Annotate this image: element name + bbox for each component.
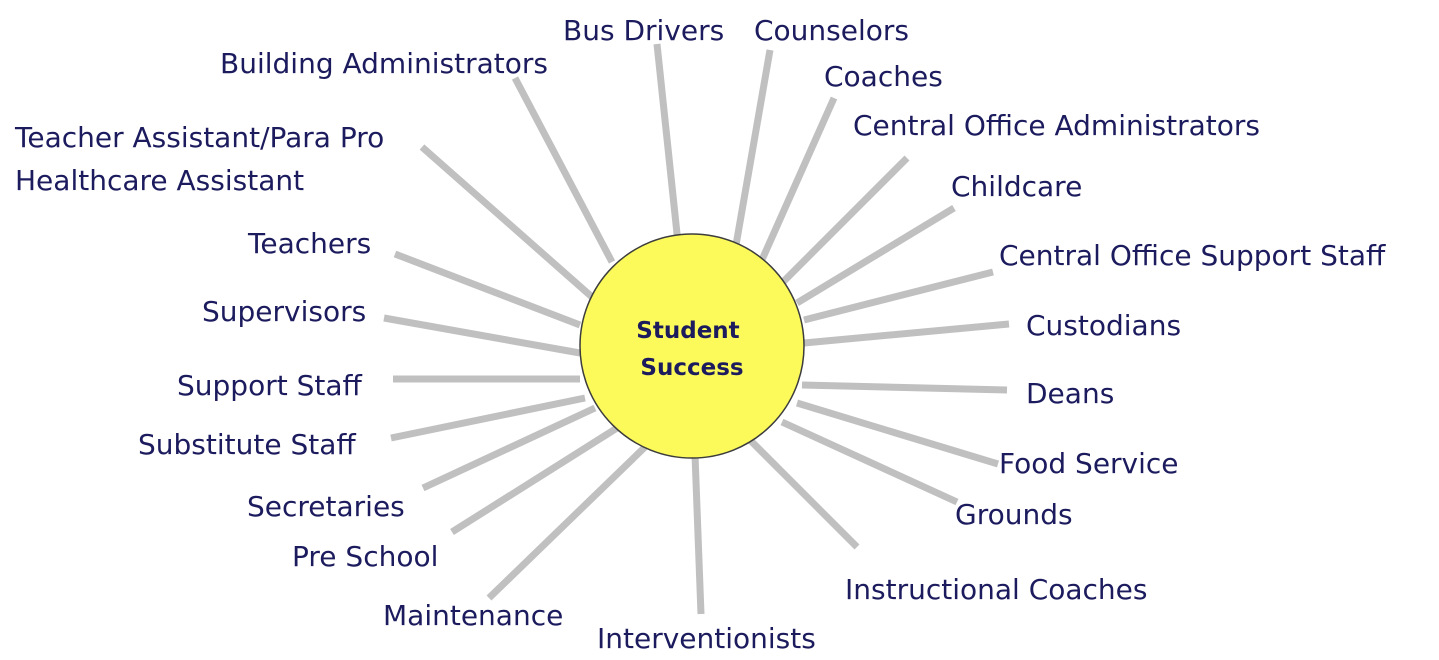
node-label-line: Bus Drivers (563, 14, 724, 47)
spoke-bus-drivers (653, 43, 682, 244)
spoke-pre-school (450, 425, 619, 535)
node-label-support-staff: Support Staff (177, 369, 362, 402)
spoke-coaches (757, 96, 838, 264)
spokes (383, 43, 1010, 615)
hub-circle (579, 233, 805, 459)
node-label-building-administrators: Building Administrators (220, 47, 548, 80)
node-label-secretaries: Secretaries (247, 490, 405, 523)
node-label-line: Grounds (955, 498, 1073, 531)
spoke-counselors (732, 49, 774, 246)
spoke-deans (801, 381, 1008, 394)
node-label-line: Deans (1026, 377, 1114, 410)
node-label-line: Substitute Staff (138, 428, 356, 461)
node-label-line: Pre School (292, 540, 438, 573)
node-label-line: Supervisors (202, 295, 366, 328)
spoke-building-administrators (511, 76, 616, 264)
node-label-line: Counselors (754, 14, 909, 47)
node-label-food-service: Food Service (999, 447, 1179, 480)
spoke-childcare (795, 205, 956, 306)
spoke-instructional-coaches (747, 437, 860, 550)
node-label-central-office-support-staff: Central Office Support Staff (999, 239, 1386, 272)
node-label-line: Healthcare Assistant (15, 164, 304, 197)
node-label-central-office-administrators: Central Office Administrators (853, 109, 1260, 142)
node-label-line: Childcare (951, 170, 1082, 203)
node-label-grounds: Grounds (955, 498, 1073, 531)
spoke-teachers (393, 250, 582, 329)
node-label-maintenance: Maintenance (383, 599, 563, 632)
node-label-line: Coaches (824, 60, 943, 93)
spoke-secretaries (421, 404, 597, 492)
spoke-supervisors (383, 314, 581, 357)
node-label-deans: Deans (1026, 377, 1114, 410)
node-label-line: Custodians (1026, 309, 1181, 342)
node-label-pre-school: Pre School (292, 540, 438, 573)
spoke-grounds (780, 418, 959, 506)
node-label-counselors: Counselors (754, 14, 909, 47)
hub-label: Student Success (636, 318, 747, 381)
spoke-substitute-staff (390, 394, 586, 442)
node-label-teachers: Teachers (247, 227, 371, 260)
node-label-line: Support Staff (177, 369, 362, 402)
hub-line-2: Success (640, 355, 743, 381)
node-label-coaches: Coaches (824, 60, 943, 93)
spoke-food-service (795, 399, 1000, 468)
node-label-custodians: Custodians (1026, 309, 1181, 342)
node-label-line: Central Office Support Staff (999, 239, 1386, 272)
spoke-teacher-assistant (419, 144, 595, 300)
node-label-line: Teachers (247, 227, 371, 260)
node-label-substitute-staff: Substitute Staff (138, 428, 356, 461)
hub: Student Success (579, 233, 805, 459)
node-label-interventionists: Interventionists (597, 622, 816, 655)
node-label-supervisors: Supervisors (202, 295, 366, 328)
node-label-line: Instructional Coaches (845, 573, 1148, 606)
node-label-line: Teacher Assistant/Para Pro (14, 121, 384, 154)
spoke-central-office-administrators (780, 155, 910, 285)
node-label-line: Food Service (999, 447, 1179, 480)
spoke-central-office-support-staff (803, 268, 994, 324)
node-label-bus-drivers: Bus Drivers (563, 14, 724, 47)
node-label-line: Interventionists (597, 622, 816, 655)
node-label-childcare: Childcare (951, 170, 1082, 203)
node-labels: Building Administrators Bus Drivers Counse… (14, 14, 1386, 655)
node-label-line: Building Administrators (220, 47, 548, 80)
spoke-custodians (803, 320, 1010, 347)
hub-line-1: Student (636, 318, 739, 344)
node-label-line: Maintenance (383, 599, 563, 632)
node-label-instructional-coaches: Instructional Coaches (845, 573, 1148, 606)
spoke-interventionists (691, 454, 705, 615)
node-label-line: Central Office Administrators (853, 109, 1260, 142)
node-label-line: Secretaries (247, 490, 405, 523)
spoke-maintenance (486, 444, 648, 601)
